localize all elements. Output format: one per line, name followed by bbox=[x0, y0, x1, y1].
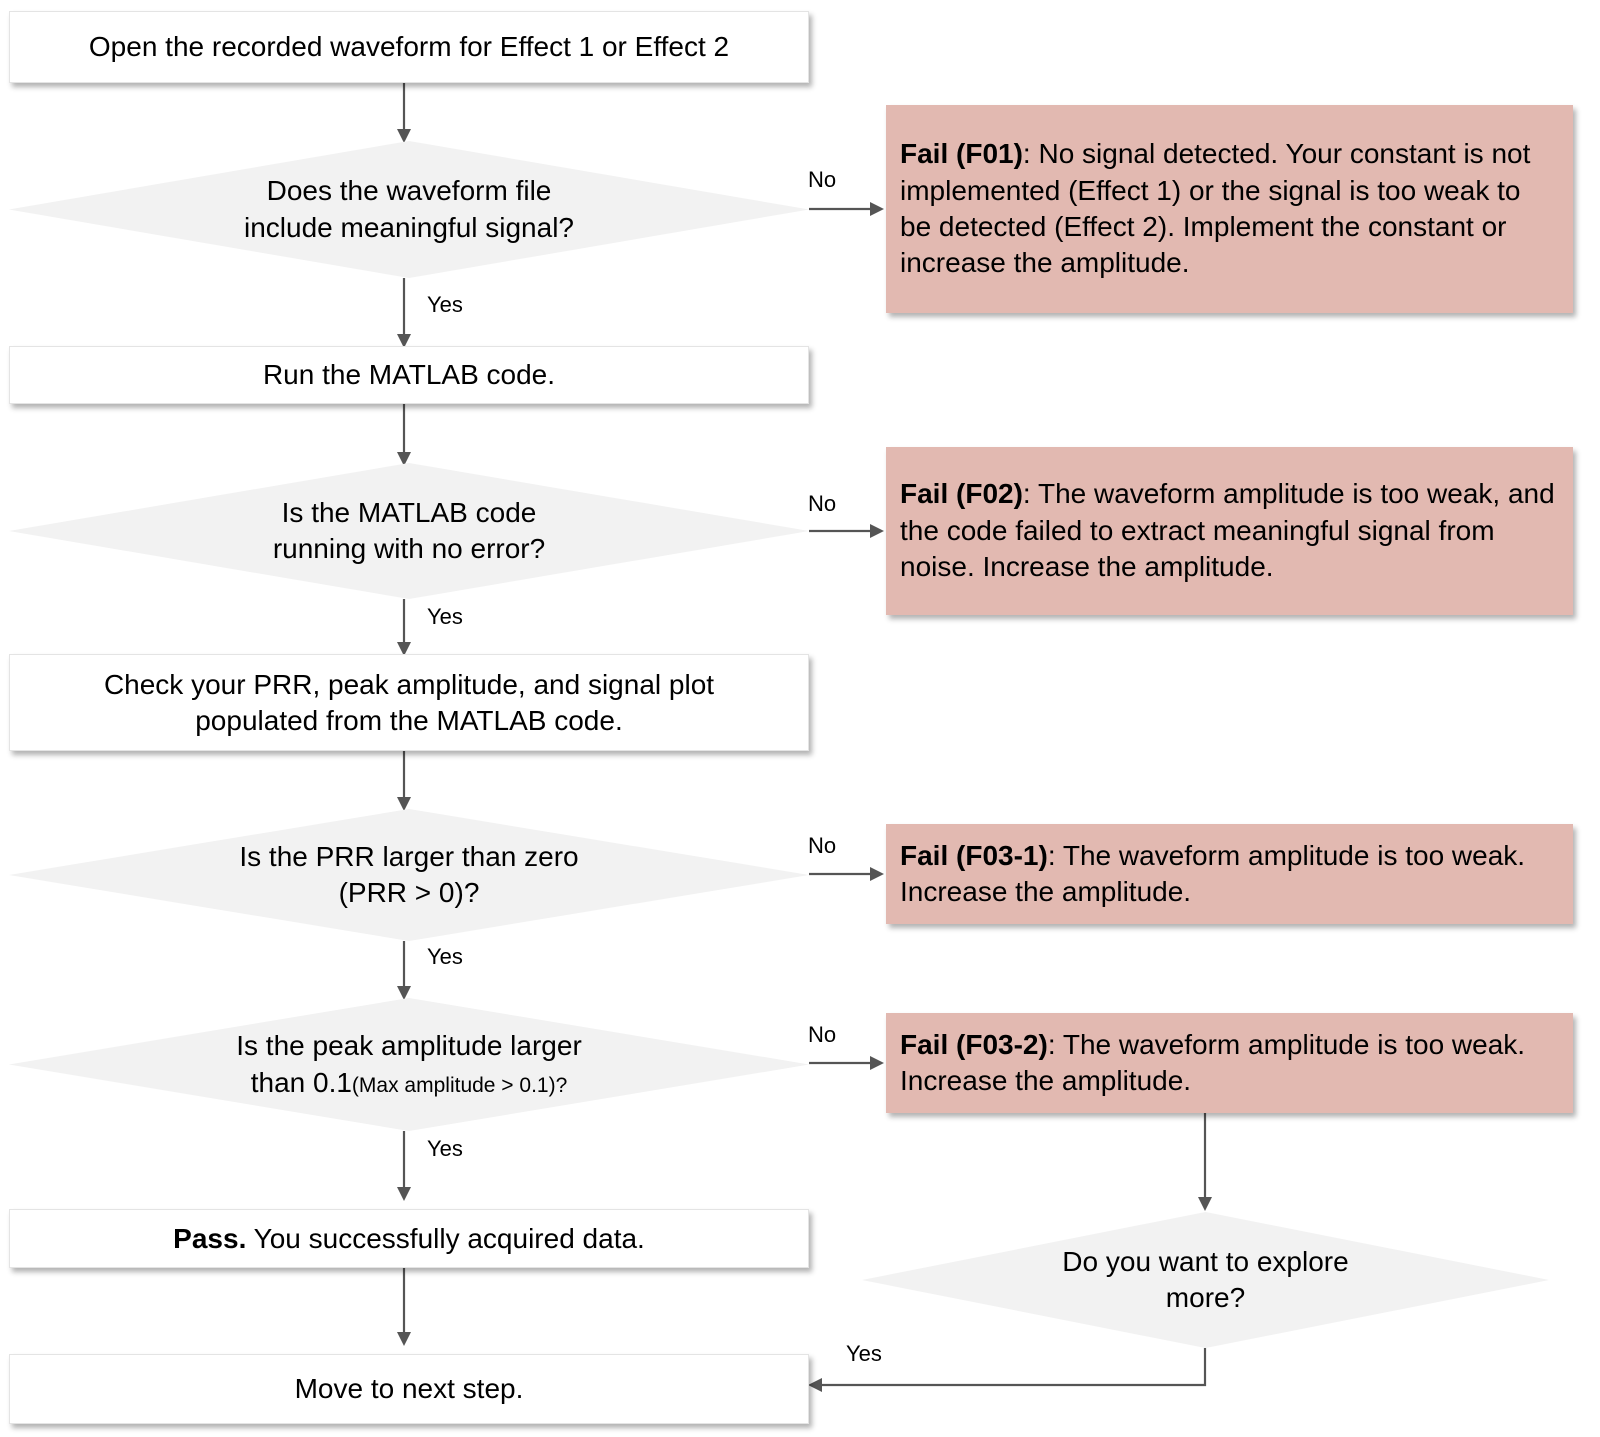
node-move-next-step[interactable]: Move to next step. bbox=[9, 1354, 809, 1424]
edge-label-d4-yes: Yes bbox=[427, 1136, 463, 1161]
arrowhead-d1-to-f01 bbox=[870, 202, 884, 216]
node-fail-f03-2-text: Fail (F03-2): The waveform amplitude is … bbox=[900, 1027, 1557, 1100]
node-decision-peak-amplitude[interactable]: Is the peak amplitude larger than 0.1(Ma… bbox=[9, 998, 809, 1131]
arrowhead-d5-to-next bbox=[808, 1378, 822, 1392]
node-fail-f02-text: Fail (F02): The waveform amplitude is to… bbox=[900, 476, 1557, 585]
node-fail-f03-2-body: : The waveform amplitude is too weak. In… bbox=[900, 1028, 1526, 1096]
node-check-prr-line1: Check your PRR, peak amplitude, and sign… bbox=[103, 668, 715, 700]
node-fail-f02-body: : The waveform amplitude is too weak, an… bbox=[900, 478, 1555, 583]
node-check-prr-line2: populated from the MATLAB code. bbox=[195, 704, 623, 736]
node-pass-text: Pass. You successfully acquired data. bbox=[173, 1221, 645, 1257]
edge-label-d2-no: No bbox=[808, 491, 837, 516]
edge-label-d3-yes: Yes bbox=[427, 944, 463, 969]
arrowhead-pass-to-next bbox=[397, 1332, 411, 1346]
node-fail-f03-1-tag: Fail (F03-1) bbox=[900, 839, 1048, 871]
arrowhead-f032-to-d5 bbox=[1198, 1197, 1212, 1211]
node-fail-f01-body: : No signal detected. Your constant is n… bbox=[900, 138, 1531, 279]
node-fail-f02[interactable]: Fail (F02): The waveform amplitude is to… bbox=[886, 447, 1573, 615]
node-fail-f03-2-tag: Fail (F03-2) bbox=[900, 1028, 1048, 1060]
node-fail-f03-1-body: : The waveform amplitude is too weak. In… bbox=[900, 839, 1526, 907]
node-open-waveform-label: Open the recorded waveform for Effect 1 … bbox=[88, 31, 730, 63]
arrowhead-d3-to-f031 bbox=[870, 867, 884, 881]
node-fail-f01[interactable]: Fail (F01): No signal detected. Your con… bbox=[886, 105, 1573, 313]
node-pass-body: You successfully acquired data. bbox=[246, 1222, 645, 1254]
node-fail-f02-tag: Fail (F02) bbox=[900, 478, 1023, 510]
node-fail-f01-text: Fail (F01): No signal detected. Your con… bbox=[900, 136, 1557, 282]
node-decision-explore-more[interactable]: Do you want to explore more? bbox=[862, 1212, 1549, 1348]
edge-label-d3-no: No bbox=[808, 833, 837, 858]
node-fail-f03-1[interactable]: Fail (F03-1): The waveform amplitude is … bbox=[886, 824, 1573, 924]
arrowhead-d4-to-f032 bbox=[870, 1056, 884, 1070]
arrowhead-d4-to-pass bbox=[397, 1187, 411, 1201]
node-move-next-step-label: Move to next step. bbox=[294, 1373, 524, 1405]
node-pass-tag: Pass. bbox=[173, 1222, 247, 1254]
node-open-waveform[interactable]: Open the recorded waveform for Effect 1 … bbox=[9, 11, 809, 83]
node-fail-f03-2[interactable]: Fail (F03-2): The waveform amplitude is … bbox=[886, 1013, 1573, 1113]
node-decision-prr-gt-zero[interactable]: Is the PRR larger than zero (PRR > 0)? bbox=[9, 809, 809, 941]
node-check-prr[interactable]: Check your PRR, peak amplitude, and sign… bbox=[9, 654, 809, 751]
decision-shape bbox=[9, 809, 809, 941]
decision-shape bbox=[862, 1212, 1549, 1348]
node-run-matlab[interactable]: Run the MATLAB code. bbox=[9, 346, 809, 404]
node-fail-f01-tag: Fail (F01) bbox=[900, 138, 1023, 170]
node-check-prr-label: Check your PRR, peak amplitude, and sign… bbox=[104, 667, 714, 739]
arrowhead-d2-to-f02 bbox=[870, 524, 884, 538]
node-decision-meaningful-signal[interactable]: Does the waveform file include meaningfu… bbox=[9, 141, 809, 278]
edge-label-d2-yes: Yes bbox=[427, 604, 463, 629]
decision-shape bbox=[9, 463, 809, 599]
decision-shape bbox=[9, 998, 809, 1131]
edge-label-d5-yes: Yes bbox=[846, 1341, 882, 1366]
decision-shape bbox=[9, 141, 809, 278]
node-decision-matlab-no-error[interactable]: Is the MATLAB code running with no error… bbox=[9, 463, 809, 599]
node-fail-f03-1-text: Fail (F03-1): The waveform amplitude is … bbox=[900, 838, 1557, 911]
edge-label-d1-yes: Yes bbox=[427, 292, 463, 317]
edge-label-d4-no: No bbox=[808, 1022, 837, 1047]
edge-label-d1-no: No bbox=[808, 167, 837, 192]
node-run-matlab-label: Run the MATLAB code. bbox=[262, 359, 556, 391]
node-pass[interactable]: Pass. You successfully acquired data. bbox=[9, 1209, 809, 1268]
